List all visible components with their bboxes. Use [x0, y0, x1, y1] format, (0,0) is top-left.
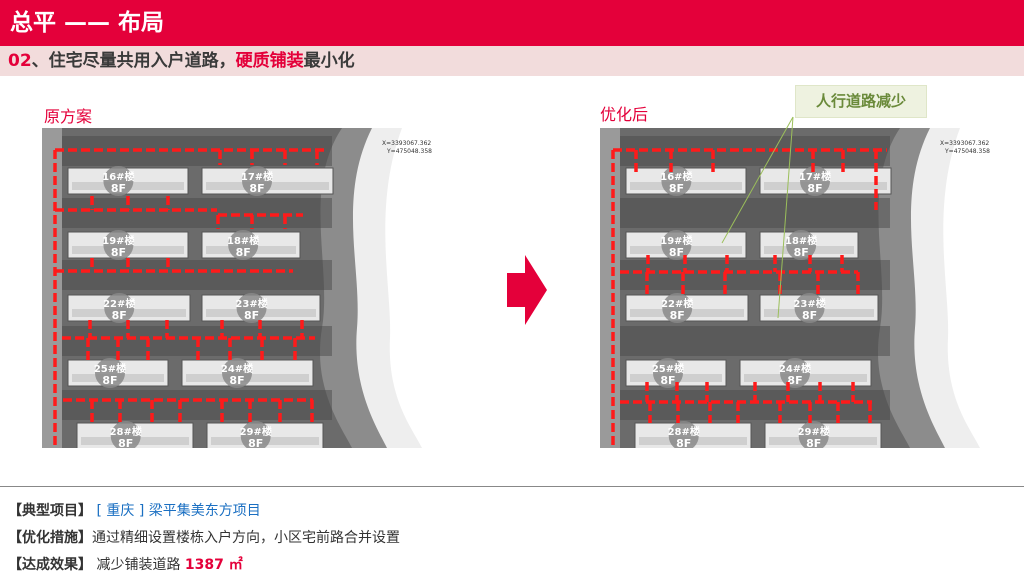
divider: [0, 486, 1024, 487]
west-road: [600, 128, 620, 448]
building-label-badge: [110, 421, 141, 448]
building-name: 24#楼: [221, 362, 253, 375]
river-channel: [385, 128, 440, 448]
building-name: 29#楼: [798, 425, 830, 438]
building-name: 16#楼: [102, 170, 134, 183]
landscape-strip: [62, 390, 332, 420]
landscape-strip: [62, 198, 332, 228]
building-name: 23#楼: [235, 297, 267, 310]
slide-subtitle: 02、住宅尽量共用入户道路，硬质铺装最小化: [0, 46, 1024, 76]
building-name: 17#楼: [799, 170, 831, 183]
building-label-badge: [798, 421, 829, 448]
building-label-badge: [786, 230, 817, 260]
building-floors: 8F: [676, 437, 691, 448]
building-floors: 8F: [669, 182, 684, 195]
building-floors: 8F: [807, 182, 822, 195]
building-label-badge: [103, 230, 134, 260]
building-floors: 8F: [670, 309, 685, 322]
info-measure: 【优化措施】通过精细设置楼栋入户方向，小区宅前路合并设置: [8, 527, 400, 547]
arrow-right-icon: [507, 255, 547, 325]
subtitle-highlight: 硬质铺装: [235, 51, 304, 71]
building-floors: 8F: [787, 374, 802, 387]
building-name: 29#楼: [240, 425, 272, 438]
original-plan-label: 原方案: [44, 107, 93, 126]
coordinate-label: X=3393067.362: [940, 140, 989, 147]
building-label-badge: [103, 166, 134, 196]
west-road: [42, 128, 62, 448]
building-label-badge: [236, 293, 267, 323]
landscape-strip: [620, 198, 890, 228]
building-floors: 8F: [660, 374, 675, 387]
building-name: 18#楼: [227, 234, 259, 247]
subtitle-text: 、住宅尽量共用入户道路，: [31, 51, 236, 71]
building-name: 24#楼: [779, 362, 811, 375]
building-name: 19#楼: [660, 234, 692, 247]
building-floors: 8F: [111, 246, 126, 259]
subtitle-number: 02: [8, 51, 32, 71]
building-name: 28#楼: [110, 425, 142, 438]
coordinate-label: Y=475048.358: [386, 148, 432, 155]
building-name: 28#楼: [668, 425, 700, 438]
building-label-badge: [95, 358, 125, 388]
info-result: 【达成效果】 减少铺装道路 1387 ㎡: [8, 554, 243, 574]
building-label-badge: [780, 358, 811, 388]
coordinate-label: Y=475048.358: [944, 148, 990, 155]
building-floors: 8F: [249, 182, 264, 195]
building-label-badge: [661, 230, 692, 260]
landscape-strip: [620, 260, 890, 290]
building-label-badge: [228, 230, 259, 260]
project-value: [ 重庆 ] 梁平集美东方项目: [96, 503, 261, 519]
building-floors: 8F: [669, 246, 684, 259]
building-name: 19#楼: [102, 234, 134, 247]
river-channel: [943, 128, 998, 448]
building-floors: 8F: [794, 246, 809, 259]
building-label-badge: [800, 166, 831, 196]
coordinate-label: X=3393067.362: [382, 140, 431, 147]
project-label: 【典型项目】: [8, 503, 92, 519]
result-value: 减少铺装道路: [96, 557, 181, 573]
building-floors: 8F: [244, 309, 259, 322]
info-project: 【典型项目】 [ 重庆 ] 梁平集美东方项目: [8, 500, 261, 520]
building-floors: 8F: [248, 437, 263, 448]
building-name: 16#楼: [660, 170, 692, 183]
building-floors: 8F: [802, 309, 817, 322]
measure-label: 【优化措施】: [8, 530, 92, 546]
building-name: 25#楼: [652, 362, 684, 375]
building-label-badge: [222, 358, 253, 388]
measure-value: 通过精细设置楼栋入户方向，小区宅前路合并设置: [92, 530, 400, 546]
building-label-badge: [661, 166, 692, 196]
building-name: 17#楼: [241, 170, 273, 183]
building-label-badge: [240, 421, 271, 448]
building-label-badge: [242, 166, 273, 196]
landscape-strip: [620, 326, 890, 356]
building-name: 22#楼: [661, 297, 693, 310]
building-floors: 8F: [102, 374, 117, 387]
optimized-plan-label: 优化后: [600, 105, 649, 124]
building-floors: 8F: [112, 309, 127, 322]
result-label: 【达成效果】: [8, 557, 92, 573]
building-label-badge: [668, 421, 699, 448]
building-label-badge: [104, 293, 135, 323]
building-name: 25#楼: [94, 362, 126, 375]
result-number: 1387 ㎡: [184, 557, 243, 573]
building-name: 23#楼: [793, 297, 825, 310]
landscape-strip: [62, 260, 332, 290]
building-floors: 8F: [118, 437, 133, 448]
callout-box: 人行道路减少: [795, 85, 927, 118]
building-label-badge: [794, 293, 825, 323]
subtitle-text-end: 最小化: [303, 51, 355, 71]
building-label-badge: [653, 358, 683, 388]
building-name: 18#楼: [785, 234, 817, 247]
building-floors: 8F: [229, 374, 244, 387]
building-name: 22#楼: [103, 297, 135, 310]
building-floors: 8F: [806, 437, 821, 448]
building-label-badge: [662, 293, 693, 323]
building-floors: 8F: [111, 182, 126, 195]
slide-title: 总平 —— 布局: [0, 0, 1024, 46]
building-floors: 8F: [236, 246, 251, 259]
